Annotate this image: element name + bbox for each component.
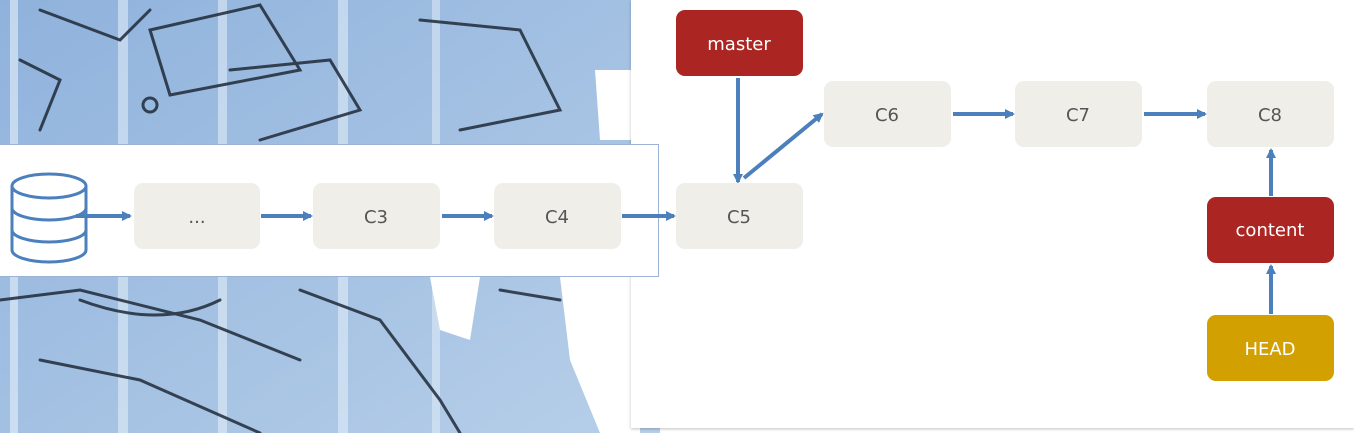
commit-c5: C5: [676, 183, 803, 249]
commit-c8: C8: [1207, 81, 1334, 147]
commit-c3: C3: [313, 183, 440, 249]
branch-master-label: master: [707, 34, 771, 55]
database-icon: [10, 172, 88, 264]
head-pointer-label: HEAD: [1244, 339, 1295, 360]
commit-c6: C6: [824, 81, 951, 147]
commit-c7-label: C7: [1066, 105, 1090, 126]
branch-content: content: [1207, 197, 1334, 263]
commit-c6-label: C6: [875, 105, 899, 126]
head-pointer: HEAD: [1207, 315, 1334, 381]
branch-content-label: content: [1236, 220, 1305, 241]
commit-ellipsis: ...: [134, 183, 260, 249]
commit-c5-label: C5: [727, 207, 751, 228]
commit-c8-label: C8: [1258, 105, 1282, 126]
arrow-c5-to-c6: [742, 112, 824, 180]
commit-c3-label: C3: [364, 207, 388, 228]
branch-master: master: [676, 10, 803, 76]
commit-c4-label: C4: [545, 207, 569, 228]
commit-ellipsis-label: ...: [188, 207, 205, 228]
commit-c7: C7: [1015, 81, 1142, 147]
commit-c4: C4: [494, 183, 621, 249]
